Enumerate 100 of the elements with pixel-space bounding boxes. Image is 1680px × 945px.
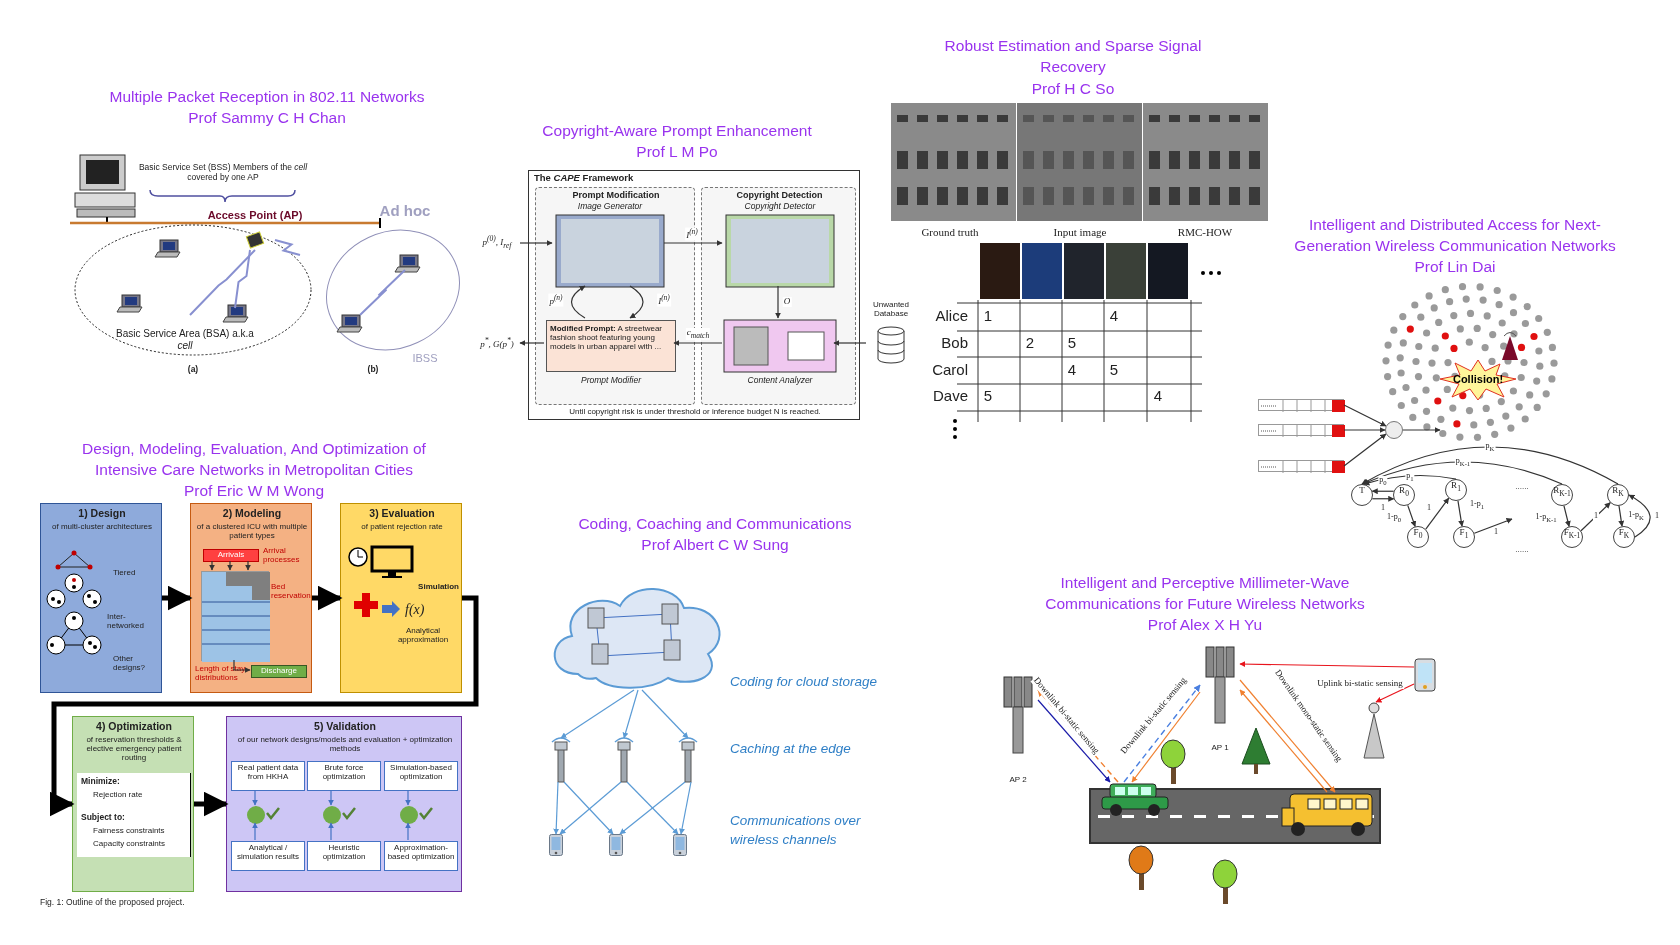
arrow [622,689,639,739]
stage-subtitle: of multi-cluster architectures [51,522,153,532]
component-heading: Prompt Modifier [580,376,643,386]
stage-subtitle: of our network designs/models and evaluation + optimization methods [236,735,454,754]
subfigure-label: (b) [366,365,380,375]
group-heading: Copyright Detection [735,190,824,201]
arrow [1343,433,1387,467]
arrow [1618,505,1625,527]
arrow [1037,699,1111,783]
user-name: Alice [934,307,968,325]
layer-label: Coding for cloud storage [730,674,879,690]
image-caption: Input image [1052,226,1108,238]
component-heading: Copyright Detector [743,202,817,212]
method-box: Heuristic optimization [307,841,381,871]
rating-value: 4 [1152,387,1164,405]
arrow [775,285,781,319]
arrow [626,781,679,835]
footnote-text: Until copyright risk is under threshold or inference budget N is reached. [568,407,822,417]
method-box: Real patient data from HKHA [231,761,305,791]
state-circle: F$_{K}$ [1613,526,1635,548]
framework-frame [528,170,860,420]
rating-value: 5 [1066,334,1078,352]
formula-text: f(x) [405,602,426,618]
arrow [1628,494,1651,538]
phone-icon [549,834,563,856]
database-label: Unwanted Database [872,300,910,319]
edge-label: 1 [1493,527,1499,537]
model-annotation: Length of stay distributions [195,664,247,683]
modeling-stage-box [190,503,312,693]
arrow [1371,488,1395,495]
ellipsis-label: ...... [1514,482,1530,492]
arrow [1457,500,1465,527]
arrow [252,789,258,806]
objective-text: Minimize: [81,777,121,787]
component-heading: Image Generator [576,202,644,212]
state-circle: F$_{0}$ [1407,526,1429,548]
arrow [227,560,233,571]
evaluation-stage-box [340,503,462,693]
arrow [519,340,545,346]
model-annotation: Arrival processes [263,546,301,565]
stage-subtitle: of reservation thresholds & elective emergency patient routing [85,735,183,763]
model-annotation: Bed reservation [271,582,311,601]
stage-subtitle: of a clustered ICU with multiple patient types [195,522,309,541]
arrow [1371,495,1395,502]
arrow [328,789,334,806]
edge-label: 1 [1380,503,1386,513]
packet-queue-drawing [1258,460,1344,472]
arrow [1375,683,1415,703]
antenna-tower-icon [549,738,573,782]
tower-caption: AP 1 [1210,743,1230,753]
arrow [233,659,251,673]
arrow [1407,504,1417,527]
edge-label: p$_{1}$ [1405,472,1415,482]
arrow [49,595,479,817]
author-name: Prof L M Po [635,142,719,162]
rating-value: 4 [1066,361,1078,379]
arrow [1563,505,1571,527]
edge-label: 1-p$_{K}$ [1627,511,1645,521]
edge-label: p$_{K-1}$ [1454,457,1472,467]
figure-caption: Fig. 1: Outline of the proposed project. [40,898,186,908]
edge-label: c$_{match}$ [685,328,711,340]
panel-title: Copyright-Aware Prompt Enhancement [541,121,813,141]
panel-title: Coding, Coaching and Communications [577,514,853,534]
subfigure-label: (a) [186,365,200,375]
rating-value: 1 [982,307,994,325]
tower-caption: AP 2 [1008,775,1028,785]
arrow [1473,518,1513,534]
arrow [553,781,560,835]
user-name: Carol [931,361,968,379]
panel-title: Multiple Packet Reception in 802.11 Networks [108,87,426,107]
arrow [1343,427,1386,433]
edge-label: 1-p$_{0}$ [1386,513,1402,523]
author-name: Prof Albert C W Sung [640,535,790,555]
arrow [1402,427,1441,433]
topology-label: Inter-networked [107,612,145,631]
panel-title: Design, Modeling, Evaluation, And Optimization of Intensive Care Networks in Metropolitan Cities [81,439,427,480]
edge-label: 1-p$_{1}$ [1469,500,1485,510]
stage-heading: 3) Evaluation [368,507,436,520]
state-circle: R$_{K-1}$ [1551,484,1573,506]
arrow [679,781,692,835]
diagram-label: IBSS [411,352,439,365]
edge-label: 1-p$_{K-1}$ [1534,513,1558,523]
layer-label: Communications over wireless channels [730,812,862,849]
stage-heading: 4) Optimization [95,720,173,733]
method-label: Simulation [417,582,459,592]
arrow [1343,404,1387,427]
image-caption: RMC-HOW [1176,226,1234,238]
patient-queue-drawing [201,571,269,661]
panel-title: Intelligent and Distributed Access for Next-Generation Wireless Communication Networks [1293,215,1617,256]
author-name: Prof H C So [1030,79,1116,99]
arrow [570,285,586,319]
arrow [162,585,193,611]
state-circle: T [1351,484,1373,506]
arrow [673,340,723,346]
arrow [519,240,553,246]
arrow [405,822,411,841]
antenna-tower-icon [612,738,636,782]
diagram-label: Basic Service Set (BSS) Members of the cell covered by one AP [138,163,308,183]
rating-value: 5 [1108,361,1120,379]
diagram-label: Ad hoc [378,202,432,220]
